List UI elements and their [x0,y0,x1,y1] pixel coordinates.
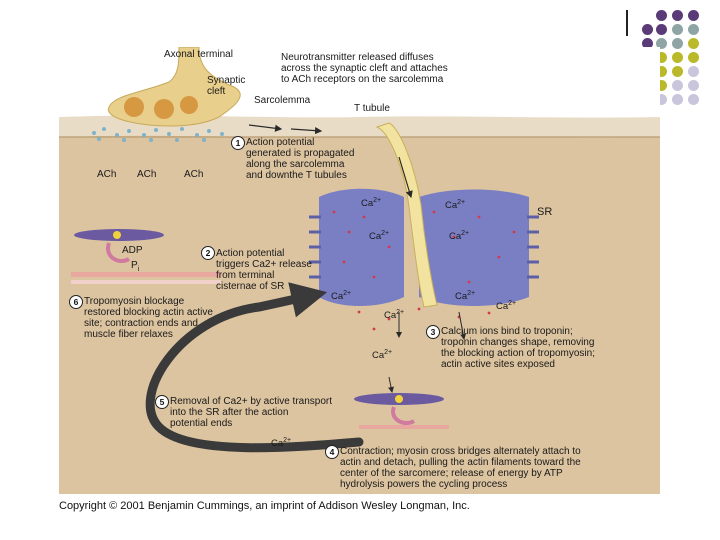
mitochondrion [124,97,144,117]
decor-dot [672,66,683,77]
ca-ion-label: Ca2+ [384,309,405,322]
ca-ion-label: Ca2+ [496,300,517,313]
ach-label: ACh [137,169,157,180]
decor-dot [688,94,699,105]
decor-dot [642,24,653,35]
decor-dot [642,38,653,49]
ap-propagation-arrow [248,124,283,132]
decor-dot [688,24,699,35]
nt-release-line2: across the synaptic cleft and attaches [281,63,448,74]
mitochondrion [154,99,174,119]
synaptic-cleft-label-line1: Synaptic [207,75,246,86]
decor-dot [656,52,667,63]
ca-ion-label: Ca2+ [449,230,470,243]
ach-label: ACh [97,169,117,180]
decor-dot [656,10,667,21]
ca-ion-label: Ca2+ [361,197,382,210]
decor-dot [688,10,699,21]
step-4-text-line3: center of the sarcomere; release of ener… [340,468,563,479]
step-6-text-line1: Tropomyosin blockage [84,296,185,307]
myofilament-relaxed [71,229,221,284]
sr-tubules [309,215,539,279]
t-tubule-label: T tubule [354,103,390,114]
decor-dot [672,10,683,21]
decor-dot [656,66,667,77]
step-6-text-line3: site; contraction ends and [84,318,198,329]
ca-ion-label: Ca2+ [445,199,466,212]
step-1-number: 1 [231,136,245,150]
step-4-text-line2: actin and detach, pulling the actin fila… [340,457,581,468]
ca-ion-label: Ca2+ [372,349,393,362]
adp-label: ADP [122,245,143,256]
decor-dot [656,94,667,105]
decor-dot [672,80,683,91]
step-3-text-line1: Calcium ions bind to troponin; [441,326,573,337]
decor-dot [688,80,699,91]
decor-dot [656,24,667,35]
ap-propagation-arrow [290,127,323,135]
ach-label: ACh [184,169,204,180]
step-5-text-line2: into the SR after the action [170,407,289,418]
ca-ion-label: Ca2+ [271,437,292,450]
step-3-text-line2: troponin changes shape, removing [441,337,595,348]
step-3-text-line3: the blocking action of tropomyosin; [441,348,595,359]
step-2-text-line2: triggers Ca2+ release [216,259,312,270]
step-2-text-line3: from terminal [216,270,275,281]
nt-release-line3: to ACh receptors on the sarcolemma [281,74,444,85]
calcium-ions-in-sr [332,210,516,331]
step-3-text-line4: actin active sites exposed [441,359,555,370]
sarcolemma-label: Sarcolemma [254,95,311,106]
step-5-text-line3: potential ends [170,418,233,429]
step-4-text-line4: hydrolysis powers the cycling process [340,479,508,490]
step-1-text-line1: Action potential [246,137,315,148]
ca-to-troponin-arrow [388,376,394,393]
decor-dot [672,52,683,63]
step-6-number: 6 [69,295,83,309]
ach-molecules [92,127,224,142]
decor-dot [688,38,699,49]
decor-dot [656,38,667,49]
mitochondrion [180,96,198,114]
decor-dot [672,38,683,49]
step-1-text-line2: generated is propagated [246,148,355,159]
step-5-text-line1: Removal of Ca2+ by active transport [170,396,333,407]
step-4-text-line1: Contraction; myosin cross bridges altern… [340,446,581,457]
nt-release-line1: Neurotransmitter released diffuses [281,52,434,63]
step-4-number: 4 [325,445,339,459]
step-6-text-line2: restored blocking actin active [84,307,213,318]
excitation-contraction-diagram: Axonal terminal Synaptic cleft Sarcolemm… [59,47,660,494]
axonal-terminal-label: Axonal terminal [164,49,233,60]
step-3-number: 3 [426,325,440,339]
step-1-text-line3: along the sarcolemma [246,159,345,170]
step-1-text-line4: and downthe T tubules [246,170,347,181]
pi-label: Pi [131,260,140,273]
synaptic-cleft-label-line2: cleft [207,86,226,97]
decor-dot [688,66,699,77]
decor-dot [656,80,667,91]
decor-dot [672,94,683,105]
step-5-number: 5 [155,395,169,409]
sr-sac-right [419,189,529,306]
myofilament-contracting [354,393,449,429]
ap-down-tubule-arrow [398,156,413,199]
slide-divider-line [626,10,628,36]
step-2-text-line4: cisternae of SR [216,281,285,292]
sr-sac-left [319,188,404,306]
step-2-text-line1: Action potential [216,248,285,259]
calcium-removal-cycle-arrow [145,282,364,453]
ca-release-arrow [458,311,467,340]
step-2-number: 2 [201,246,215,260]
ca-ion-label: Ca2+ [331,290,352,303]
decor-dot [672,24,683,35]
step-6-text-line4: muscle fiber relaxes [84,329,173,340]
ca-ion-label: Ca2+ [369,230,390,243]
sr-label: SR [537,206,553,218]
ca-ion-label: Ca2+ [455,290,476,303]
t-tubule-shape [375,122,438,308]
diagram-artwork [59,47,660,494]
decor-dot [688,52,699,63]
copyright-notice: Copyright © 2001 Benjamin Cummings, an i… [59,500,470,512]
